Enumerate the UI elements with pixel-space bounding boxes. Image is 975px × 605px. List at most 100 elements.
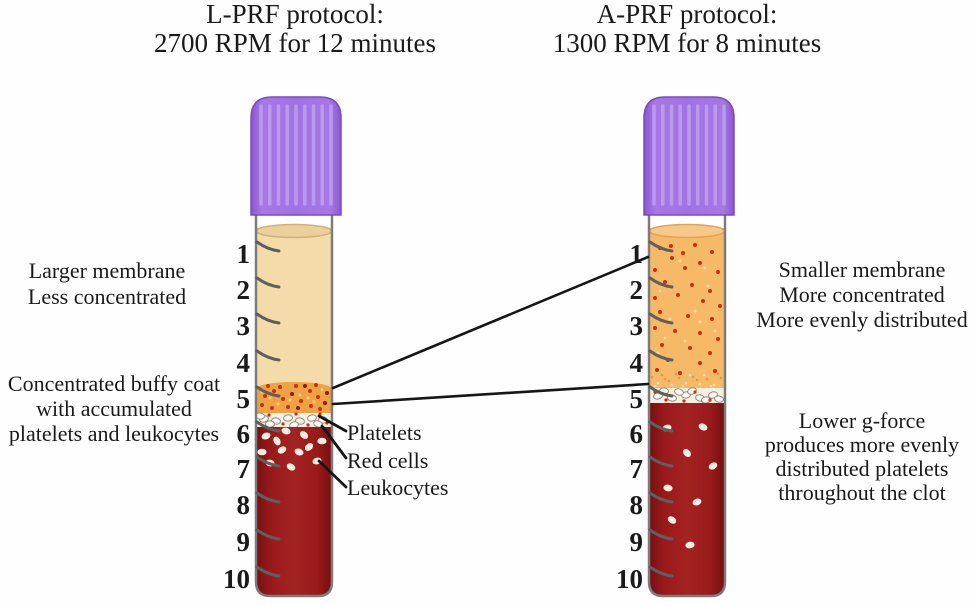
leukocyte-blob <box>692 498 702 506</box>
platelet-dot <box>708 351 712 355</box>
tick-mark <box>255 491 281 504</box>
lprf-red-clot-layer <box>256 427 332 596</box>
speckle-dot <box>693 309 697 313</box>
scale-number: 1 <box>236 239 251 269</box>
platelet-dot <box>716 337 720 341</box>
platelet-dot <box>325 391 329 395</box>
speckle-dot <box>268 396 272 400</box>
platelet-dot <box>710 250 714 254</box>
scale-number: 10 <box>223 564 250 594</box>
lprf-plasma-layer <box>256 228 332 389</box>
platelet-dot <box>296 406 300 410</box>
platelet-dot <box>698 361 702 365</box>
fine-speckle <box>709 384 713 388</box>
platelet-dot <box>286 405 290 409</box>
platelet-dot <box>306 423 310 427</box>
platelet-dot <box>688 346 692 350</box>
aprf-membrane-note-line2: More concentrated <box>779 282 945 307</box>
aprf-gforce-note-line1: Lower g-force <box>798 408 926 433</box>
fine-speckle <box>684 381 688 385</box>
fine-speckle <box>677 376 681 380</box>
platelet-dot <box>316 395 320 399</box>
aprf-plasma-layer <box>649 228 725 389</box>
tick-mark <box>648 385 674 398</box>
platelet-dot <box>663 280 667 284</box>
aprf-membrane-note: Smaller membrane More concentrated More … <box>750 257 974 332</box>
leukocyte-blob <box>299 431 309 439</box>
tick-mark <box>255 455 281 468</box>
speckle-dot <box>658 289 662 293</box>
lprf-membrane-note: Larger membrane Less concentrated <box>7 258 207 310</box>
platelet-dot <box>716 270 720 274</box>
connector-line-buffy-to-level1 <box>331 255 650 390</box>
fine-speckle <box>702 373 706 377</box>
speckle-dot <box>276 402 280 406</box>
red-cells-pointer-line <box>320 424 348 460</box>
leukocyte-cell <box>256 412 265 420</box>
platelet-dot <box>698 331 702 335</box>
platelet-dot <box>686 314 690 318</box>
scale-number: 3 <box>236 311 251 341</box>
platelet-dot <box>303 384 307 388</box>
speckle-dot <box>703 266 707 270</box>
platelet-dot <box>263 394 267 398</box>
tick-mark <box>255 276 281 289</box>
fine-speckle <box>716 372 720 376</box>
aprf-membrane-note-line1: Smaller membrane <box>778 257 946 282</box>
fine-speckle <box>712 383 716 387</box>
lprf-membrane-note-line2: Less concentrated <box>27 284 187 309</box>
fine-speckle <box>670 383 674 387</box>
speckle-dot <box>713 329 717 333</box>
platelet-dot <box>260 403 264 407</box>
lprf-glass-tube <box>254 213 334 598</box>
aprf-fine-speckle-zone <box>650 372 723 388</box>
platelet-dot <box>682 399 686 403</box>
lprf-tick-marks <box>255 240 281 578</box>
platelet-dot <box>658 310 662 314</box>
tick-mark <box>255 312 281 325</box>
aprf-gforce-note: Lower g-force produces more evenly distr… <box>750 409 974 505</box>
tick-mark <box>255 565 281 578</box>
scale-number: 3 <box>629 311 644 341</box>
tick-mark <box>255 528 281 541</box>
fine-speckle <box>663 377 667 381</box>
platelet-dot <box>708 398 712 402</box>
fine-speckle <box>653 384 657 388</box>
tick-mark <box>648 240 674 253</box>
tick-mark <box>648 276 674 289</box>
platelet-dot <box>281 397 285 401</box>
fine-speckle <box>681 384 685 388</box>
platelet-dot <box>323 401 327 405</box>
platelet-dot <box>272 389 276 393</box>
scale-number: 8 <box>629 490 644 520</box>
platelet-dot <box>653 268 657 272</box>
leukocyte-blob <box>286 463 296 471</box>
aprf-title-line2: 1300 RPM for 8 minutes <box>552 28 822 58</box>
scale-number: 1 <box>629 239 644 269</box>
speckle-dot <box>668 317 672 321</box>
tick-mark <box>648 312 674 325</box>
platelet-dot <box>701 299 705 303</box>
platelet-dot <box>294 384 298 388</box>
scale-number: 4 <box>629 348 644 378</box>
platelet-dot <box>664 398 668 402</box>
platelet-dot <box>693 390 697 394</box>
scale-number: 9 <box>236 527 251 557</box>
fine-speckle <box>719 376 723 380</box>
platelet-dot <box>290 392 294 396</box>
tick-mark <box>648 565 674 578</box>
lprf-buffy-note-line1: Concentrated buffy coat <box>7 371 221 396</box>
platelet-dot <box>294 412 298 416</box>
platelet-dot <box>660 343 664 347</box>
fine-speckle <box>688 373 692 377</box>
platelet-dot <box>267 413 271 417</box>
fine-speckle <box>691 375 695 379</box>
leukocyte-cell <box>307 414 317 422</box>
aprf-gforce-note-line2: produces more evenly <box>764 432 960 457</box>
platelet-dot <box>299 399 303 403</box>
connector-line-buffy-to-level5 <box>331 382 650 406</box>
speckle-dot <box>298 393 302 397</box>
aprf-glass-tube <box>647 213 727 598</box>
